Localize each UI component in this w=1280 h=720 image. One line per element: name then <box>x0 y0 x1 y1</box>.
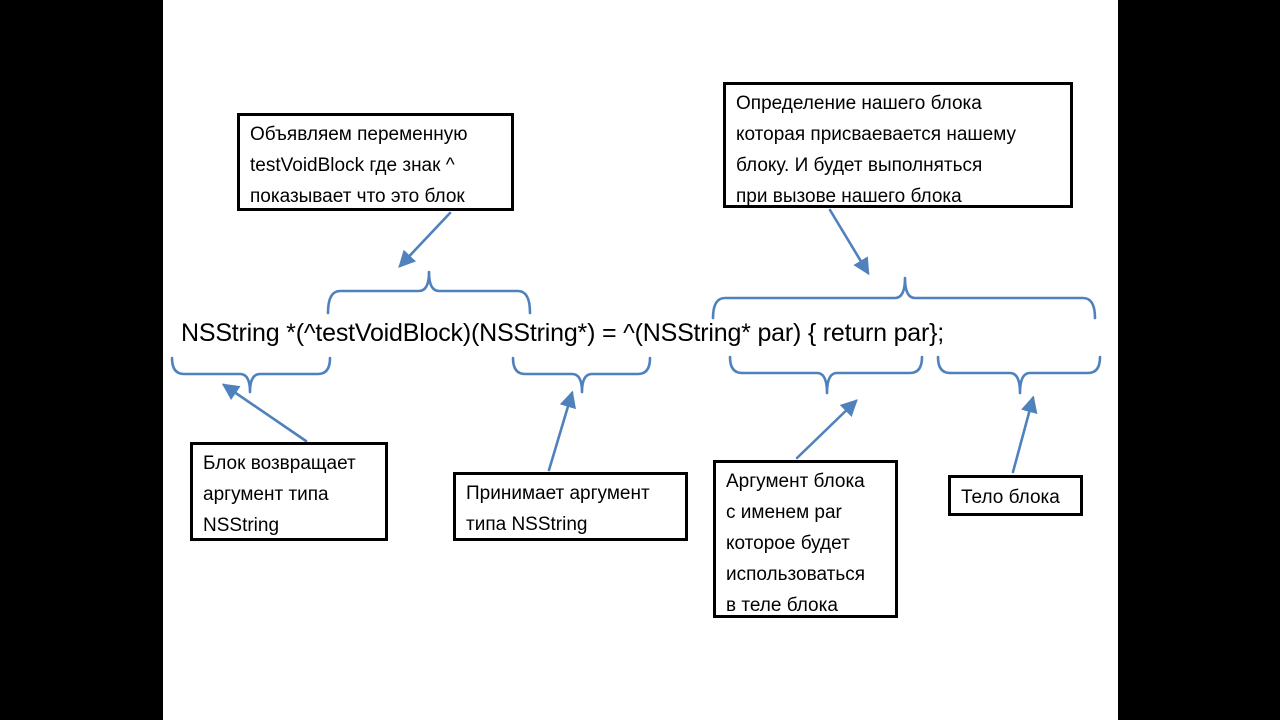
callout-argument-text: Аргумент блока с именем par которое буде… <box>726 471 866 616</box>
arrow-returns-connector <box>221 383 308 443</box>
brace-bottom-arg-name <box>728 355 924 395</box>
callout-declare-variable: Объявляем переменную testVoidBlock где з… <box>237 113 514 211</box>
letterbox-right-bar <box>1118 0 1280 720</box>
arrow-accepts-connector <box>547 390 576 472</box>
arrow-argument-connector <box>795 399 858 460</box>
brace-top-testvoidblock <box>326 270 532 315</box>
callout-accepts-text: Принимает аргумент типа NSString <box>466 483 650 535</box>
brace-top-definition <box>711 276 1097 320</box>
callout-declare-text: Объявляем переменную testVoidBlock где з… <box>250 124 468 207</box>
code-line: NSString *(^testVoidBlock)(NSString*) = … <box>181 319 945 347</box>
arrow-body-connector <box>1011 395 1038 474</box>
callout-body-text: Тело блока <box>961 487 1060 508</box>
callout-block-definition: Определение нашего блока которая присвае… <box>723 82 1073 208</box>
callout-argument-name: Аргумент блока с именем par которое буде… <box>713 460 898 618</box>
callout-block-body: Тело блока <box>948 475 1083 516</box>
callout-definition-text: Определение нашего блока которая присвае… <box>736 93 1016 207</box>
arrow-definition-connector <box>828 208 870 276</box>
letterbox-left-bar <box>0 0 163 720</box>
callout-return-type: Блок возвращает аргумент типа NSString <box>190 442 388 541</box>
arrow-declare-connector <box>398 211 452 268</box>
callout-accepts-argument: Принимает аргумент типа NSString <box>453 472 688 541</box>
brace-bottom-body <box>936 355 1102 395</box>
brace-bottom-arg-type <box>511 356 652 394</box>
callout-returns-text: Блок возвращает аргумент типа NSString <box>203 453 356 536</box>
brace-bottom-return-type <box>170 356 332 394</box>
